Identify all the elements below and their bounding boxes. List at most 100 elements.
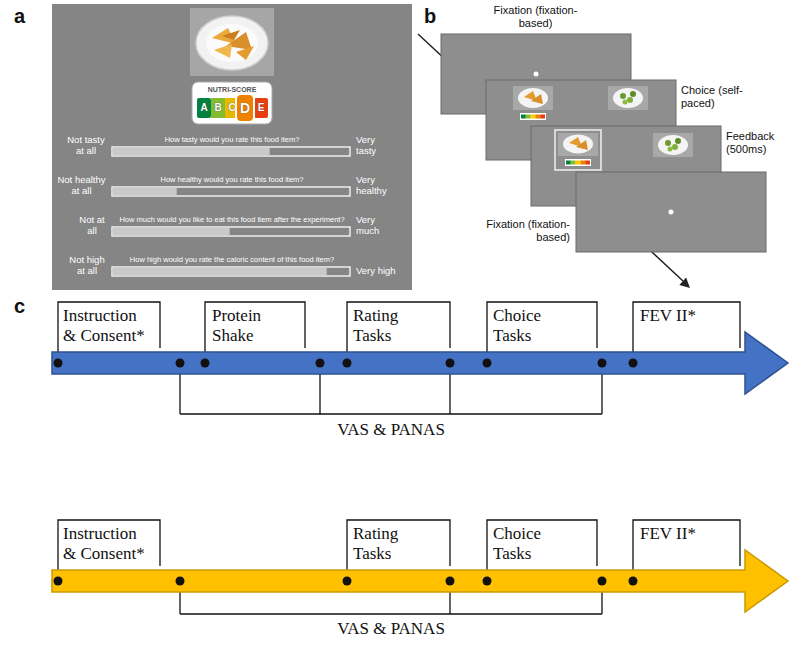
nutri-letter: A bbox=[197, 98, 211, 118]
mini-nutri-cell bbox=[566, 161, 571, 165]
nutri-letter: D bbox=[236, 94, 254, 122]
scale-end-label: Very tasty bbox=[356, 134, 392, 156]
dot bbox=[343, 359, 352, 368]
dot bbox=[54, 359, 63, 368]
timeline-label: VAS & PANAS bbox=[311, 619, 471, 639]
rating-question: How high would you rate the caloric cont… bbox=[82, 255, 382, 265]
dot bbox=[629, 577, 638, 586]
slider-fill bbox=[113, 148, 270, 156]
dot bbox=[446, 359, 455, 368]
mini-nutri-score bbox=[520, 113, 546, 120]
timeline-label: Instruction & Consent* bbox=[63, 306, 149, 346]
dot bbox=[629, 359, 638, 368]
chip bbox=[214, 44, 232, 58]
nutri-letter: B bbox=[211, 98, 225, 118]
chip bbox=[576, 140, 588, 150]
chip bbox=[222, 30, 240, 40]
timeline-label: VAS & PANAS bbox=[311, 420, 471, 440]
timeline-arrow-blue bbox=[52, 332, 788, 394]
plate bbox=[518, 88, 548, 108]
mini-nutri-cell bbox=[531, 115, 536, 119]
food-photo-bg bbox=[558, 133, 598, 156]
timeline-label: Choice Tasks bbox=[493, 524, 557, 564]
timeline-label: FEV II* bbox=[640, 524, 732, 544]
fixation-screen: Fixation (fixation-based) bbox=[441, 34, 631, 114]
rating-screen-bg bbox=[52, 4, 412, 290]
food-photo-bg bbox=[190, 8, 274, 76]
timeline-label: Instruction & Consent* bbox=[63, 524, 149, 564]
step-label: Fixation (fixation-based) bbox=[475, 218, 570, 244]
mini-nutri-cell bbox=[585, 161, 590, 165]
rating-question: How much would you like to eat this food… bbox=[82, 215, 382, 225]
plate bbox=[658, 135, 688, 155]
nutri-cell bbox=[211, 98, 225, 118]
dot bbox=[483, 577, 492, 586]
mini-nutri-cell bbox=[571, 161, 576, 165]
choice-screen: Choice (self-paced) bbox=[486, 80, 676, 160]
rating-question: How tasty would you rate this food item? bbox=[82, 135, 382, 145]
rating-question: How healthy would you rate this food ite… bbox=[82, 175, 382, 185]
bracket bbox=[180, 613, 602, 614]
food-photo-bg bbox=[608, 86, 648, 110]
nutri-cell bbox=[254, 98, 268, 118]
food-photo-bg bbox=[513, 86, 553, 110]
dot bbox=[176, 359, 185, 368]
choice-frame bbox=[555, 130, 601, 170]
nutri-letter: C bbox=[225, 98, 239, 118]
chip bbox=[236, 46, 254, 60]
dot bbox=[343, 577, 352, 586]
mini-nutri-cell bbox=[521, 115, 526, 119]
plate-center bbox=[206, 24, 258, 62]
nutri-cell bbox=[197, 98, 211, 118]
mini-nutri-cell bbox=[535, 115, 540, 119]
dot bbox=[54, 577, 63, 586]
nutri-cell-highlight bbox=[236, 94, 254, 122]
sprout bbox=[665, 140, 671, 146]
slider-bar bbox=[112, 227, 350, 236]
mini-nutri-cell bbox=[540, 115, 545, 119]
sprout bbox=[630, 91, 636, 97]
bracket bbox=[180, 413, 602, 414]
time-arrowhead bbox=[679, 278, 690, 289]
dot bbox=[316, 359, 325, 368]
sprout bbox=[620, 93, 626, 99]
rating-screen: How tasty would you rate this food item?… bbox=[52, 4, 412, 290]
timeline-label: Choice Tasks bbox=[493, 306, 557, 346]
nutri-score-box bbox=[192, 82, 272, 124]
mini-nutri-cell bbox=[580, 161, 585, 165]
timeline-label: Rating Tasks bbox=[353, 306, 415, 346]
dot bbox=[201, 359, 210, 368]
step-label: Choice (self-paced) bbox=[681, 84, 761, 110]
scale-end-label: Very much bbox=[356, 214, 392, 236]
plate bbox=[563, 135, 593, 154]
panel-letter: b bbox=[424, 4, 446, 28]
slider-fill bbox=[113, 228, 230, 236]
timeline-label: FEV II* bbox=[640, 306, 732, 326]
slider-fill bbox=[113, 268, 327, 276]
food-photo-bg bbox=[653, 133, 693, 157]
chip bbox=[531, 94, 543, 104]
timeline-brackets bbox=[58, 520, 740, 614]
sprout bbox=[672, 144, 678, 150]
dot bbox=[446, 577, 455, 586]
nutri-letter: E bbox=[254, 98, 268, 118]
scale-end-label: Not at all bbox=[76, 214, 108, 236]
timeline-label: Protein Shake bbox=[212, 306, 284, 346]
nutri-score-label: NUTRI-SCOREABCDE bbox=[192, 82, 272, 124]
feedback-screen: Feedback (500ms) bbox=[531, 126, 721, 206]
fixation-dot bbox=[534, 72, 539, 77]
step-label: Feedback (500ms) bbox=[726, 130, 782, 156]
mini-nutri-score bbox=[565, 159, 591, 166]
sprout bbox=[675, 138, 681, 144]
plate bbox=[196, 16, 268, 70]
scale-end-label: Very high bbox=[356, 265, 408, 276]
scale-end-label: Not healthy at all bbox=[55, 174, 108, 196]
scale-end-label: Not tasty at all bbox=[64, 134, 108, 156]
fixation-screen: Fixation (fixation-based) bbox=[576, 172, 766, 252]
slider-bar bbox=[112, 147, 350, 156]
sprout bbox=[668, 147, 673, 152]
sprout bbox=[623, 100, 628, 105]
timeline-label: Rating Tasks bbox=[353, 524, 415, 564]
sprout bbox=[627, 97, 633, 103]
